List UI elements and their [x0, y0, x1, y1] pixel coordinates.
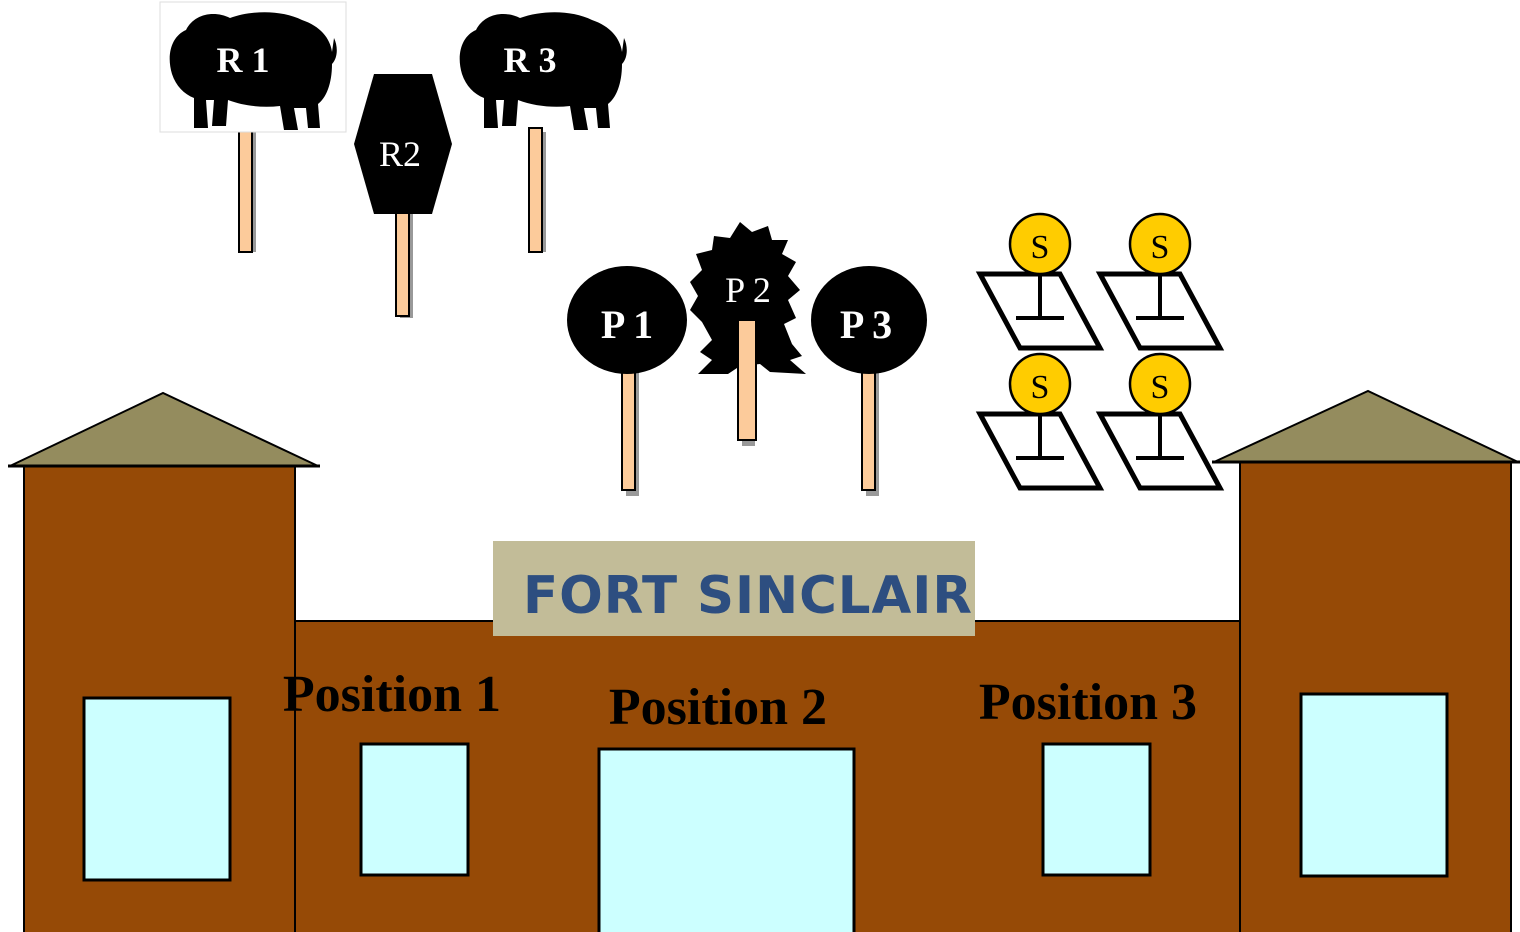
steel-target-1: S — [980, 214, 1100, 348]
target-p1-label: P 1 — [601, 302, 653, 347]
target-p2-label: P 2 — [725, 270, 771, 310]
round-target-icon — [811, 266, 927, 374]
steel-target-3: S — [980, 354, 1100, 488]
target-p1: P 1 — [567, 266, 687, 496]
steel-target-label: S — [1151, 229, 1170, 266]
steel-target-label: S — [1031, 369, 1050, 406]
target-r1: R 1 — [159, 1, 347, 253]
position-2-window — [597, 747, 856, 932]
right-tower-window — [1299, 692, 1449, 878]
target-p3-label: P 3 — [840, 302, 892, 347]
position-3-window — [1041, 742, 1152, 877]
round-target-icon — [567, 266, 687, 374]
fort: FORT SINCLAIR Position 1 Position 2 Posi… — [8, 389, 1520, 932]
position-1-window — [359, 742, 470, 877]
left-tower-roof — [9, 391, 319, 467]
left-tower-window — [82, 696, 232, 882]
steel-target-4: S — [1100, 354, 1220, 488]
position-3-label: Position 3 — [979, 674, 1197, 731]
position-2-label: Position 2 — [609, 679, 827, 736]
target-p3: P 3 — [811, 266, 927, 496]
hexagon-target-icon — [354, 74, 452, 214]
steel-target-label: S — [1031, 229, 1050, 266]
target-r3-label: R 3 — [504, 40, 557, 80]
right-tower-roof — [1213, 389, 1519, 463]
target-p2: P 2 — [690, 222, 806, 446]
target-r1-label: R 1 — [217, 40, 270, 80]
silhouette-target-icon — [690, 222, 806, 374]
position-1-label: Position 1 — [283, 666, 501, 723]
target-r2-label: R2 — [379, 134, 421, 174]
steel-target-2: S — [1100, 214, 1220, 348]
target-r2: R2 — [354, 74, 452, 318]
fort-sign — [493, 541, 975, 636]
steel-target-label: S — [1151, 369, 1170, 406]
fort-name: FORT SINCLAIR — [523, 566, 973, 626]
target-r3: R 3 — [459, 12, 627, 253]
